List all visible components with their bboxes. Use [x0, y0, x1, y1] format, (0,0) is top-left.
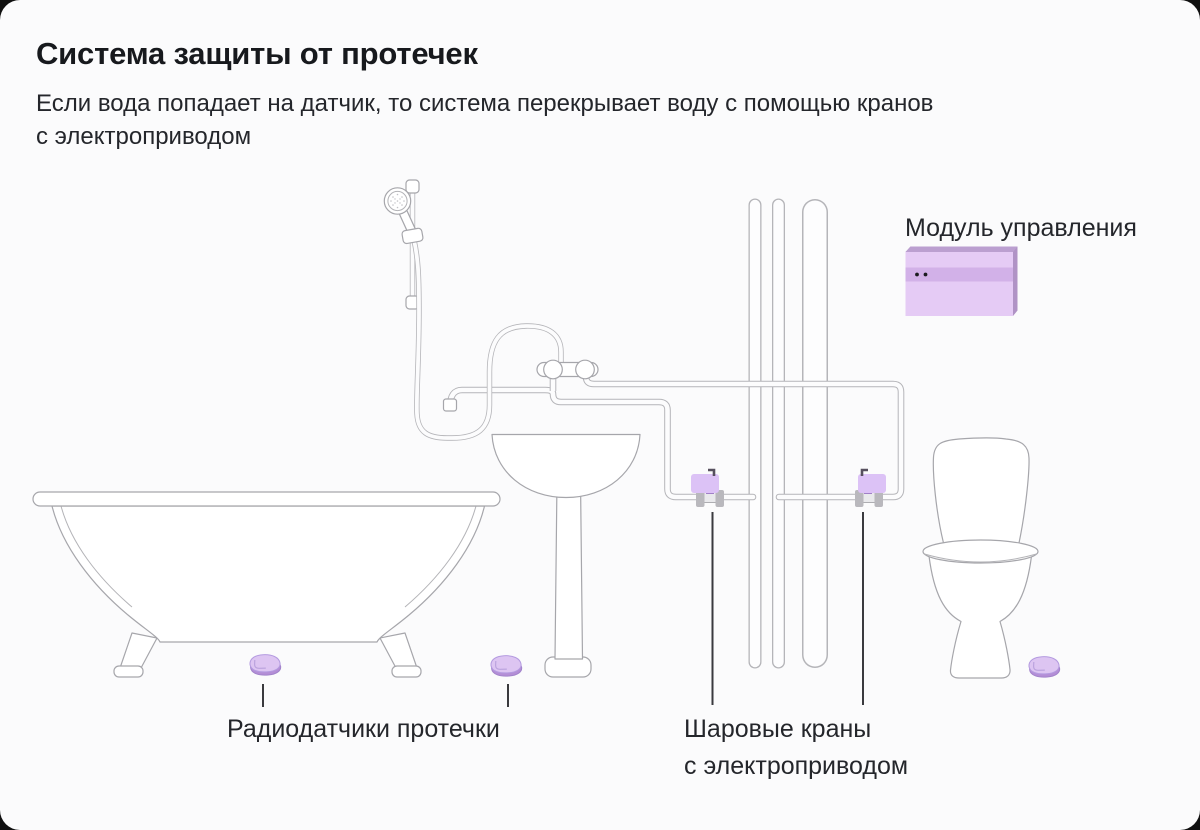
- leak-sensor-sink: [490, 655, 523, 677]
- faucet: [536, 359, 599, 380]
- shower-head-nozzles: [390, 193, 405, 209]
- subtitle-line-2: с электроприводом: [36, 123, 252, 150]
- bathtub-inner-left: [60, 505, 133, 608]
- valve-flange: [715, 490, 724, 507]
- valve-flange: [855, 490, 864, 507]
- page-title: Система защиты от протечек: [36, 36, 478, 71]
- bathtub-foot-right: [379, 632, 418, 669]
- bathtub-inner-right: [404, 505, 477, 608]
- label-leak-sensors: Радиодатчики протечки: [227, 715, 500, 743]
- faucet-handle-left: [543, 359, 563, 380]
- subtitle-line-1: Если вода попадает на датчик, то система…: [36, 90, 934, 117]
- toilet-bowl: [928, 555, 1033, 679]
- toilet-tank: [932, 437, 1030, 544]
- riser-pipes: [755, 205, 815, 662]
- valve-actuator: [691, 474, 719, 493]
- valve-flange: [696, 490, 705, 507]
- bathtub-foot-right-pad: [391, 665, 422, 678]
- shower-head-face: [387, 190, 408, 212]
- valve-actuator: [858, 474, 886, 493]
- label-control-module: Модуль управления: [905, 214, 1137, 242]
- bathtub-foot-left-pad: [113, 665, 144, 678]
- faucet-handle-right: [575, 359, 595, 380]
- hose-outlet-fitting: [442, 398, 458, 412]
- supply-pipes: [442, 373, 902, 497]
- label-ball-valves-line-2: с электроприводом: [684, 752, 909, 780]
- leader-lines: [262, 512, 864, 707]
- valve-handle-icon: [708, 468, 716, 476]
- ball-valve-left: [691, 468, 724, 507]
- control-module: [905, 246, 1018, 316]
- leak-sensor-bathtub: [249, 654, 282, 676]
- module-led: [915, 272, 919, 277]
- pedestal-sink: [491, 433, 641, 678]
- module-top-face: [905, 246, 1018, 252]
- module-stripe: [905, 267, 1013, 282]
- bathtub: [32, 491, 501, 678]
- toilet: [922, 437, 1039, 679]
- shower-rail-top-cap: [405, 179, 420, 194]
- toilet-seat: [922, 539, 1039, 564]
- sink-base: [544, 656, 592, 678]
- valve-flange: [874, 490, 883, 507]
- bathtub-rim: [32, 491, 501, 507]
- sink-bowl: [491, 433, 641, 499]
- valve-handle-icon: [860, 468, 868, 476]
- module-front-face: [905, 252, 1013, 316]
- toilet-rim-line: [924, 553, 1037, 563]
- shower-hose: [414, 240, 561, 438]
- leak-sensor-toilet: [1028, 656, 1061, 678]
- bathtub-foot-left: [119, 632, 158, 669]
- bathtub-body: [51, 505, 486, 643]
- label-ball-valves: Шаровые краны с электроприводом: [684, 711, 908, 785]
- hand-shower: [383, 179, 561, 438]
- label-ball-valves-line-1: Шаровые краны: [684, 715, 872, 743]
- ball-valve-right: [855, 468, 886, 507]
- module-led: [923, 272, 928, 277]
- sink-column: [554, 479, 584, 660]
- shower-holder: [401, 227, 424, 245]
- page-subtitle: Если вода попадает на датчик, то система…: [36, 87, 933, 153]
